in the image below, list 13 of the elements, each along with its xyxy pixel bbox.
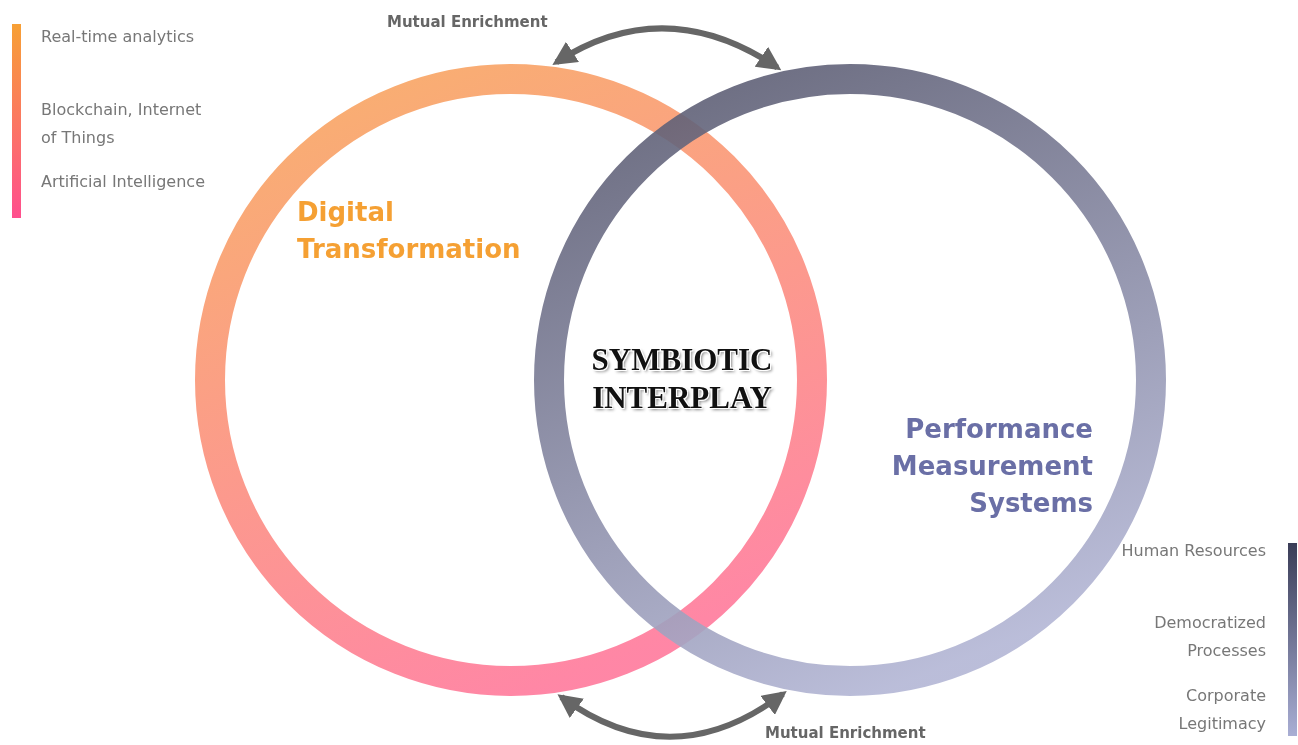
list-item-text: Blockchain, Internet of Things (41, 99, 203, 149)
list-item-text: Human Resources (1120, 540, 1266, 562)
center-title: SYMBIOTIC INTERPLAY (590, 341, 774, 417)
list-item-text: Artificial Intelligence (41, 171, 206, 193)
list-item-text: Democratized Processes (1153, 612, 1266, 662)
list-item-text: Corporate Legitimacy (1177, 685, 1266, 735)
circle-title: Performance Measurement Systems (890, 413, 1093, 520)
edge-label: Mutual Enrichment (387, 13, 548, 31)
edge-label: Mutual Enrichment (765, 724, 926, 742)
curved-double-arrow (552, 25, 782, 71)
circle-title: Digital Transformation (297, 196, 522, 266)
curved-double-arrow (557, 691, 787, 740)
list-item-text: Real-time analytics (41, 26, 195, 48)
